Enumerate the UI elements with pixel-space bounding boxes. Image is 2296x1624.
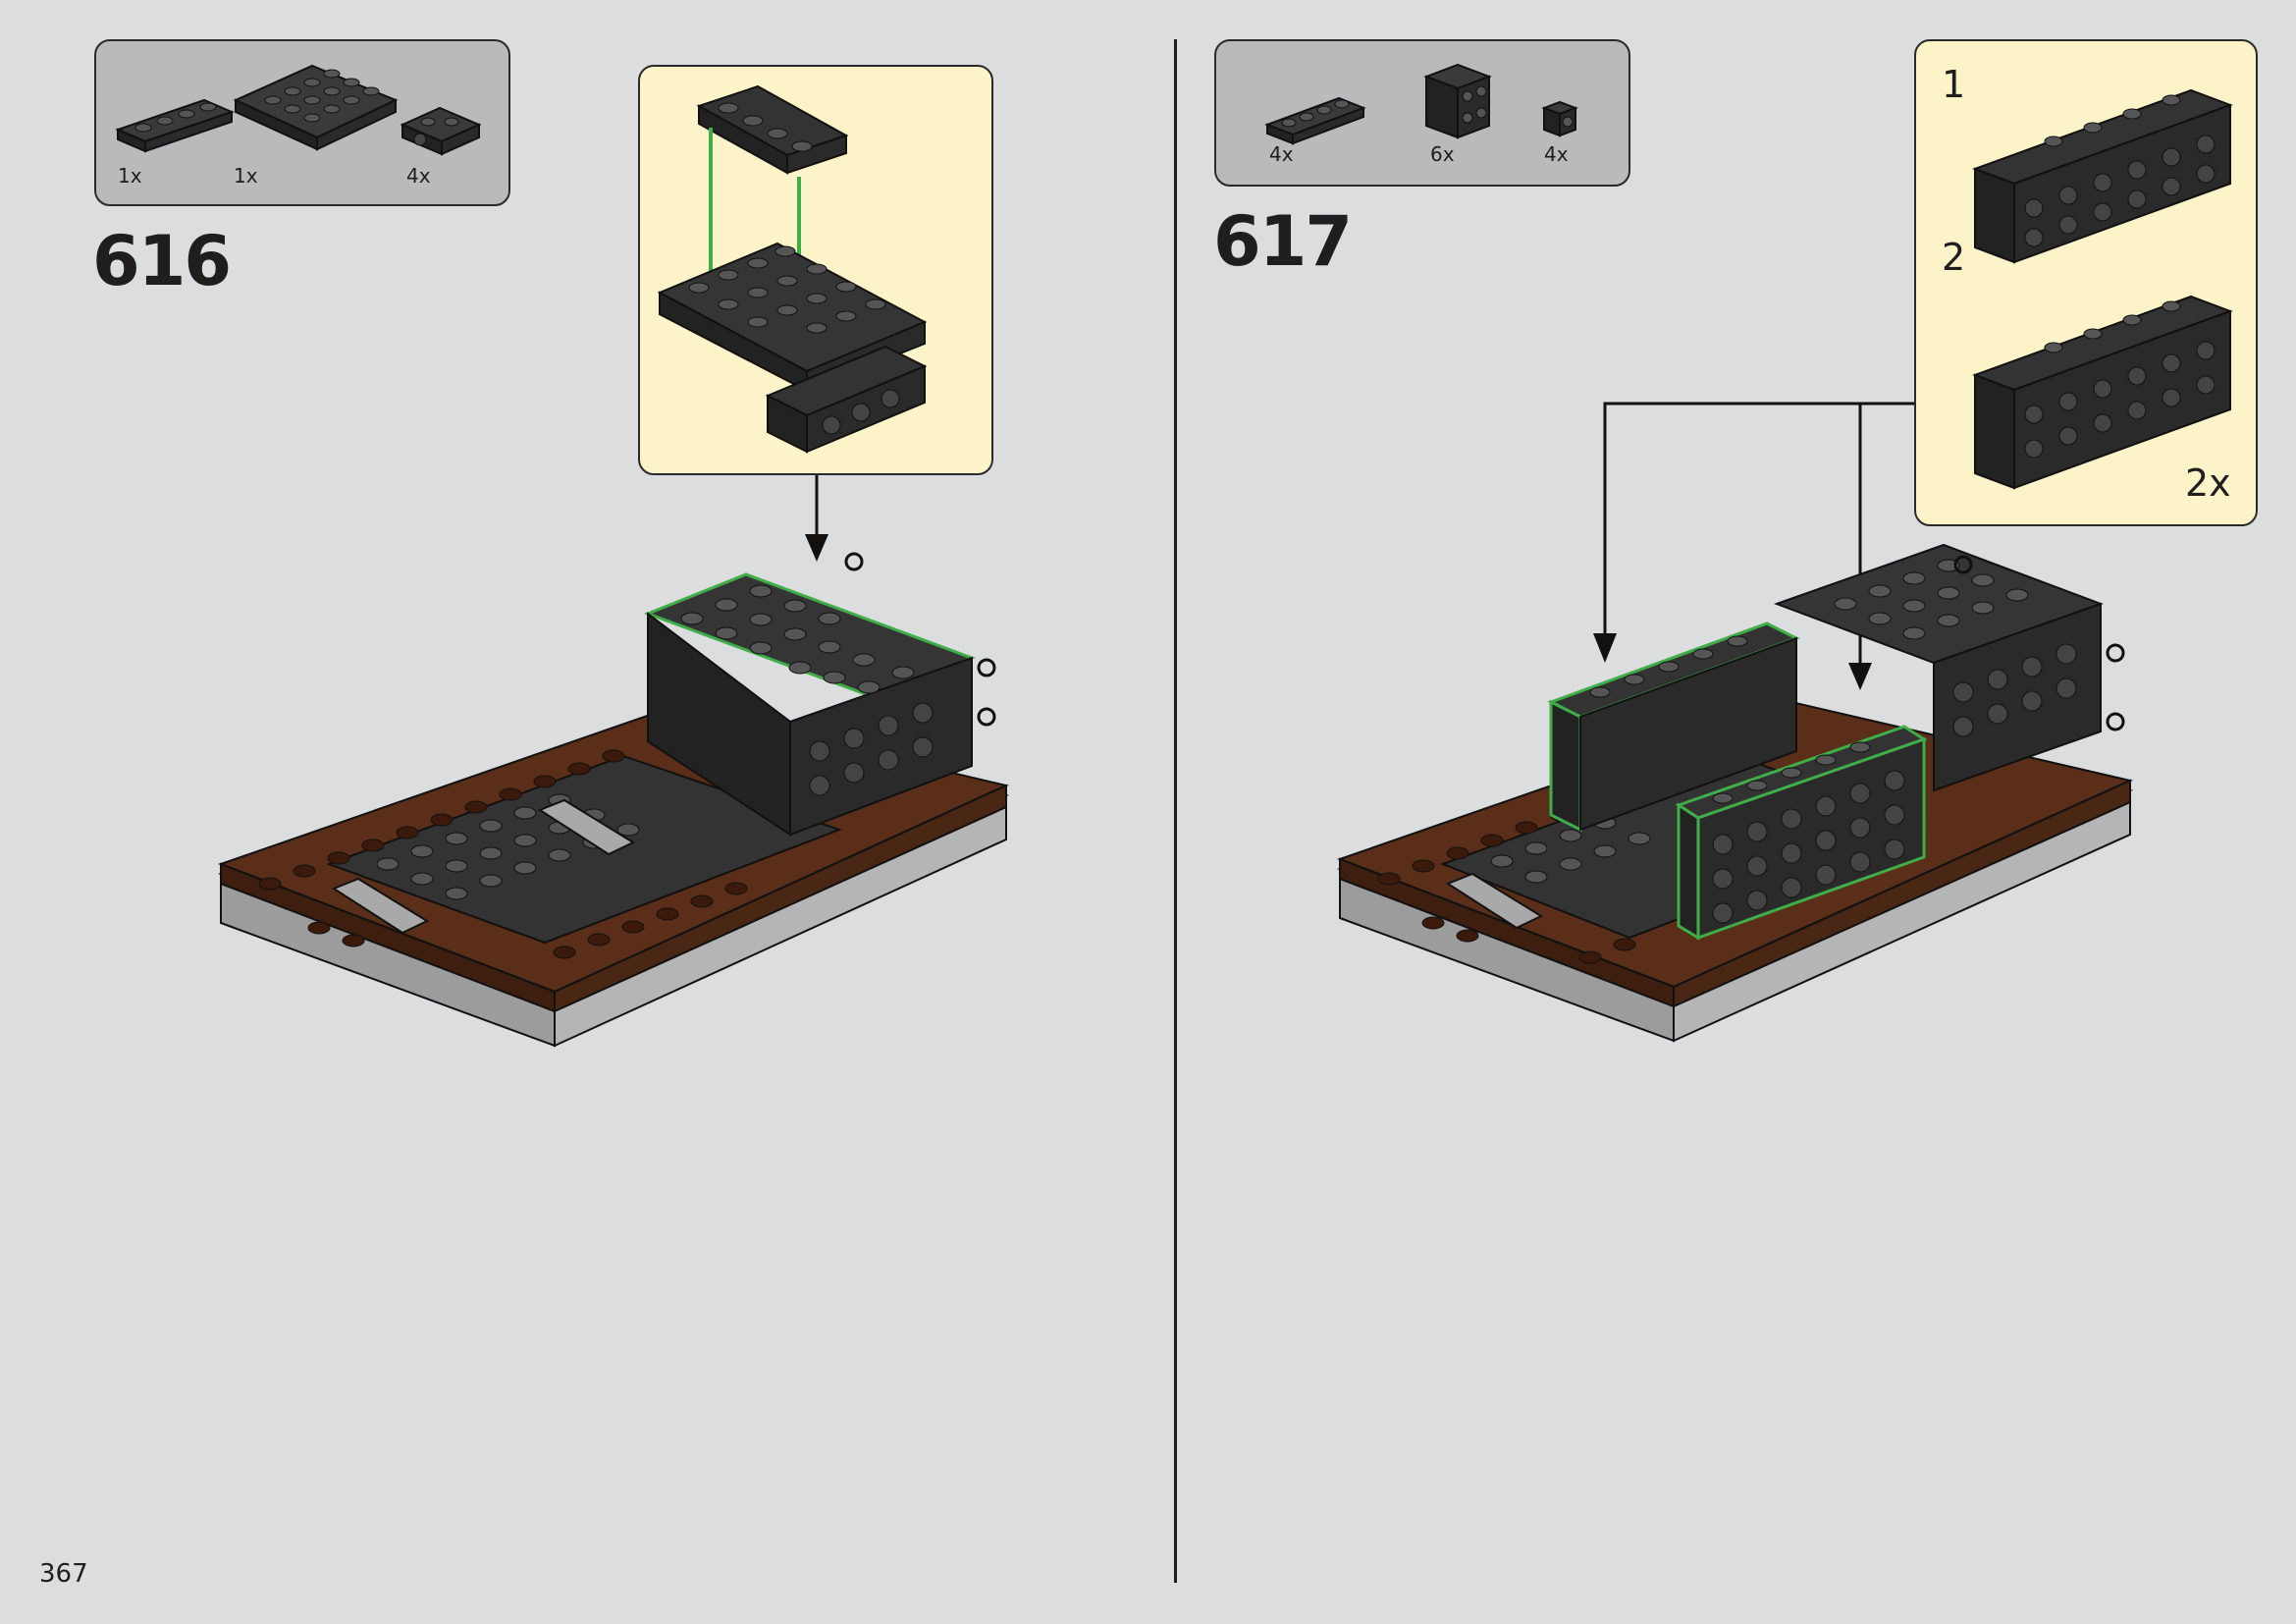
substep-1-brick-icon xyxy=(1972,88,2233,264)
part-qty: 6x xyxy=(1430,142,1455,166)
page-divider xyxy=(1174,39,1177,1583)
page-number: 367 xyxy=(39,1559,88,1589)
part-qty: 4x xyxy=(1544,142,1569,166)
multiplier-label: 2x xyxy=(2185,461,2231,505)
part-qty: 4x xyxy=(1269,142,1294,166)
brick-1x1-studs-side-icon xyxy=(1541,100,1578,137)
model-assembly-616 xyxy=(218,552,1010,1048)
callout-616 xyxy=(638,65,993,475)
brick-studs-on-side-icon xyxy=(1423,63,1492,139)
step-number: 616 xyxy=(92,221,232,301)
plate-1x4-icon xyxy=(1264,96,1366,145)
model-assembly-617 xyxy=(1337,543,2134,1043)
subassembly-plates-icon xyxy=(657,84,928,454)
substep-2-brick-icon xyxy=(1972,295,2233,490)
parts-list-616: 1x 1x 4x xyxy=(94,39,510,206)
part-qty: 4x xyxy=(406,164,431,188)
step-number: 617 xyxy=(1213,201,1353,282)
part-qty: 1x xyxy=(118,164,142,188)
plate-1x4-icon xyxy=(115,98,235,153)
substep-number: 2 xyxy=(1942,236,1966,279)
callout-617: 1 2 2x xyxy=(1914,39,2258,526)
parts-list-617: 4x 6x 4x xyxy=(1214,39,1630,187)
callout-arrow-616 xyxy=(805,475,828,562)
bracket-1x2-icon xyxy=(400,106,482,156)
part-qty: 1x xyxy=(234,164,258,188)
substep-number: 1 xyxy=(1942,63,1966,106)
plate-4x4-icon xyxy=(233,64,399,151)
